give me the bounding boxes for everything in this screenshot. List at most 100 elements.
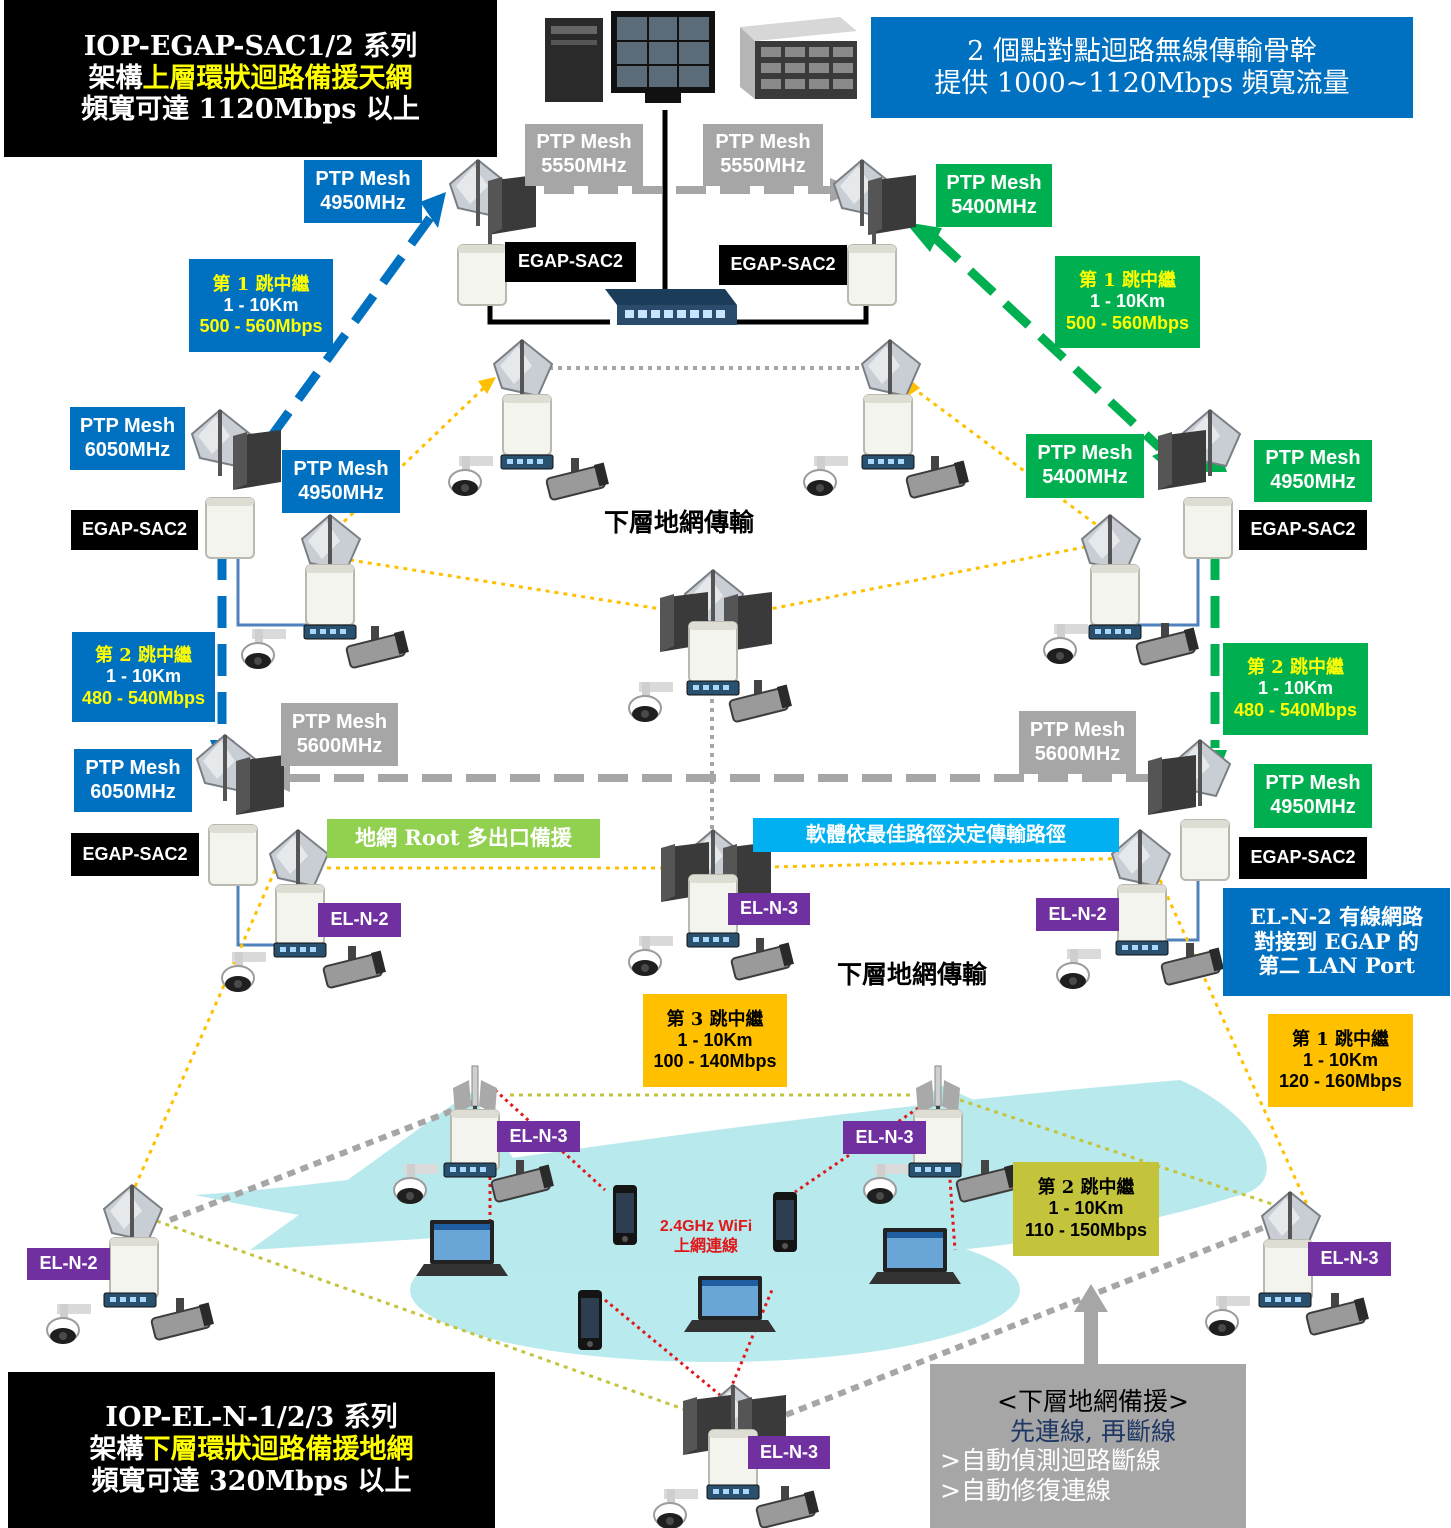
ptp-freq: 5550MHz <box>720 155 806 177</box>
hop-distance: 1 - 10Km <box>223 294 299 315</box>
egap-top-left-unit <box>448 158 536 306</box>
hop-distance: 1 - 10Km <box>677 1029 753 1050</box>
backup-line2: 先連線, 再斷線 <box>1010 1416 1176 1446</box>
title-top-right-line1: 2 個點對點迴路無線傳輸骨幹 <box>967 35 1317 67</box>
green-ptp-links <box>931 234 1220 748</box>
backup-line3: >自動偵測迴路斷線 <box>940 1446 1161 1475</box>
tag-egap-top-left: EGAP-SAC2 <box>505 242 636 282</box>
note-wired-line3: 第二 LAN Port <box>1258 953 1415 979</box>
lower-net-label-1: 下層地網傳輸 <box>604 508 755 537</box>
ptp-label: PTP Mesh <box>715 131 811 154</box>
hop-title: 第 1 跳中繼 <box>1291 1028 1390 1050</box>
ptp-label: PTP Mesh <box>1029 718 1126 741</box>
ptp-label: PTP Mesh <box>85 756 181 779</box>
title-top-right: 2 個點對點迴路無線傳輸骨幹 提供 1000~1120Mbps 頻寬流量 <box>871 17 1413 118</box>
phone-device-1 <box>613 1185 637 1245</box>
tag-egap-top-right: EGAP-SAC2 <box>719 245 847 285</box>
egap-top-right-unit <box>832 158 916 306</box>
ptp-freq: 5600MHz <box>1034 742 1121 765</box>
gray-dashed-backup <box>168 1097 1272 1428</box>
hop-bandwidth: 480 - 540Mbps <box>1233 699 1358 720</box>
mesh-node-upper-right <box>803 338 970 500</box>
hop-distance: 1 - 10Km <box>1257 678 1334 699</box>
backup-info-box: <下層地網備援> 先連線, 再斷線 >自動偵測迴路斷線 >自動修復連線 <box>930 1364 1246 1528</box>
title-bottom-left-line2a: 架構 <box>89 1434 144 1466</box>
hop-title: 第 2 跳中繼 <box>1037 1177 1135 1199</box>
ptp-freq: 5400MHz <box>951 195 1037 218</box>
storage-server <box>740 17 857 99</box>
note-wired-lan: EL-N-2 有線網路 對接到 EGAP 的 第二 LAN Port <box>1223 888 1450 996</box>
ptp-freq: 4950MHz <box>1270 471 1356 493</box>
ptp-freq: 5550MHz <box>541 155 627 177</box>
hop-title: 第 2 跳中繼 <box>94 645 193 667</box>
phone-device-3 <box>578 1290 602 1350</box>
backup-title: <下層地網備援> <box>997 1387 1189 1416</box>
lower-net-label-2: 下層地網傳輸 <box>837 960 988 989</box>
ptp-freq: 6050MHz <box>90 780 176 803</box>
note-root-backup: 地網 Root 多出口備援 <box>327 819 600 858</box>
hop-title: 第 2 跳中繼 <box>1246 657 1345 679</box>
hop-distance: 1 - 10Km <box>1048 1198 1124 1219</box>
hop-distance: 1 - 10Km <box>1302 1049 1379 1070</box>
gray-ptp-links <box>290 186 1155 782</box>
note-wired-line1: EL-N-2 有線網路 <box>1249 903 1424 929</box>
tag-eln-far-left: EL-N-2 <box>27 1248 110 1280</box>
title-bottom-left: IOP-EL-N-1/2/3 系列 架構下層環狀迴路備援地網 頻寬可達 320M… <box>8 1372 495 1528</box>
mesh-node-mid-left <box>241 513 410 670</box>
ptp-label: PTP Mesh <box>293 457 389 480</box>
tag-eln-bottom: EL-N-3 <box>748 1436 830 1469</box>
hop-distance: 1 - 10Km <box>105 666 182 687</box>
ptp-freq: 5400MHz <box>1042 466 1128 488</box>
hop-title: 第 3 跳中繼 <box>666 1008 764 1030</box>
ptp-label: PTP Mesh <box>1037 442 1133 465</box>
wifi-label-line2: 上網連線 <box>673 1236 738 1255</box>
core-switch <box>605 289 737 325</box>
ptp-label: PTP Mesh <box>1265 772 1361 795</box>
tag-eln-center: EL-N-3 <box>728 893 810 925</box>
ptp-label: PTP Mesh <box>946 171 1042 194</box>
blue-ptp-links <box>217 215 434 742</box>
hop-bandwidth: 480 - 540Mbps <box>81 687 206 708</box>
title-top-left-line3: 頻寬可達 1120Mbps 以上 <box>81 94 420 126</box>
tag-egap-low-right: EGAP-SAC2 <box>1239 837 1367 879</box>
title-bottom-left-line3: 頻寬可達 320Mbps 以上 <box>91 1465 412 1497</box>
hop-title: 第 1 跳中繼 <box>212 273 310 295</box>
ptp-freq: 6050MHz <box>84 438 171 461</box>
ptp-label: PTP Mesh <box>536 131 632 154</box>
backup-line4: >自動修復連線 <box>940 1475 1111 1505</box>
ptp-label: PTP Mesh <box>1265 447 1361 470</box>
title-top-left-line1: IOP-EGAP-SAC1/2 系列 <box>83 30 418 62</box>
mesh-node-mid-right <box>1043 513 1200 667</box>
title-top-left-line2a: 架構 <box>88 62 143 94</box>
tag-eln-right: EL-N-2 <box>1036 898 1119 931</box>
note-best-path: 軟體依最佳路徑決定傳輸路徑 <box>753 818 1119 852</box>
hop-bandwidth: 120 - 160Mbps <box>1278 1071 1403 1092</box>
monitor <box>611 11 715 103</box>
hop-bandwidth: 500 - 560Mbps <box>1065 312 1190 333</box>
title-bottom-left-line1: IOP-EL-N-1/2/3 系列 <box>105 1402 398 1434</box>
hop-bandwidth: 500 - 560Mbps <box>199 316 323 337</box>
tag-egap-mid-right: EGAP-SAC2 <box>1239 510 1367 550</box>
hop-bandwidth: 100 - 140Mbps <box>653 1051 777 1072</box>
hop-distance: 1 - 10Km <box>1089 291 1166 312</box>
gray-dotted-links <box>540 366 870 835</box>
title-top-right-line2: 提供 1000~1120Mbps 頻寬流量 <box>934 67 1350 99</box>
ptp-label: PTP Mesh <box>291 710 388 733</box>
note-wired-line2: 對接到 EGAP 的 <box>1254 928 1419 954</box>
